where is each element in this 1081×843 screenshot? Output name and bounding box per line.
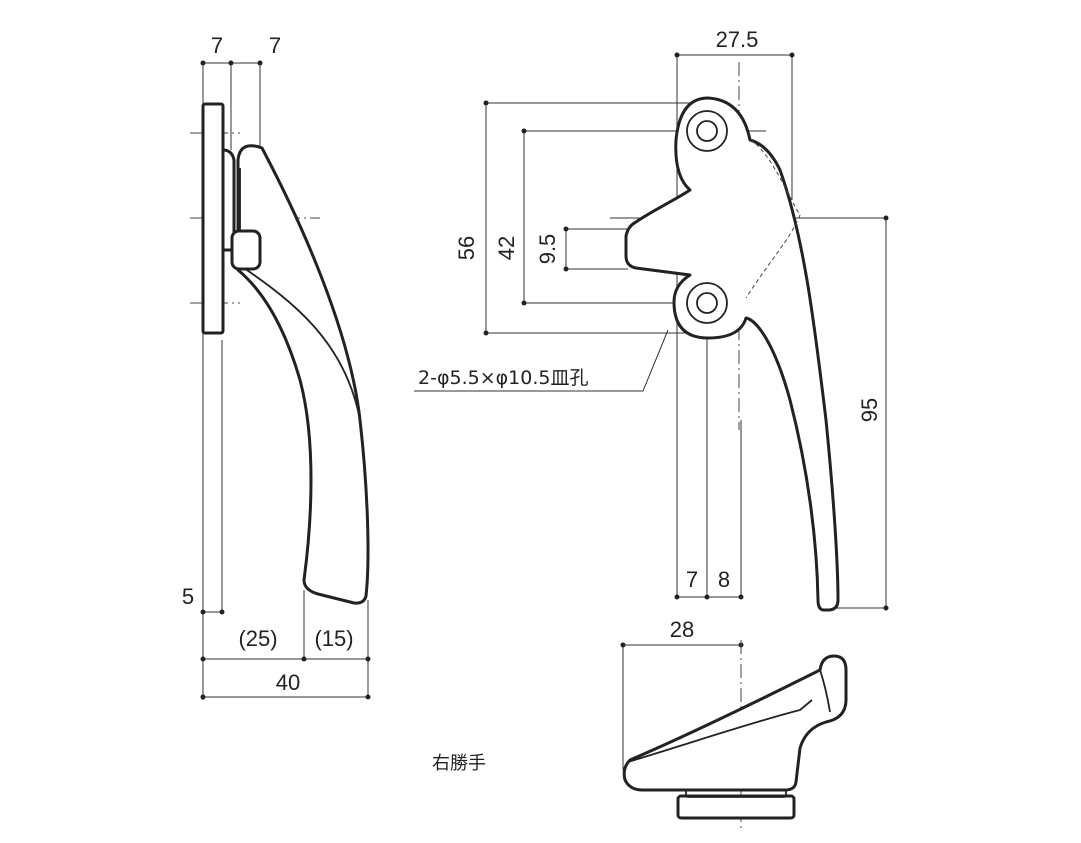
drawing-caption: 右勝手 — [432, 753, 486, 774]
side-dim-overall-width: 40 — [276, 670, 300, 695]
front-view-lower-hole-inner — [696, 292, 718, 314]
front-dim-stem: 9.5 — [535, 234, 560, 265]
front-dim-hole-outer: 56 — [454, 236, 479, 260]
bottom-view-dimension-lines — [620, 640, 744, 830]
side-dim-top-left: 7 — [211, 33, 223, 58]
front-view-handle-body — [624, 96, 840, 612]
bottom-view-lever — [622, 654, 848, 792]
front-view-upper-hole-outer — [686, 110, 728, 152]
bottom-dim-width: 28 — [670, 617, 694, 642]
side-view-lever — [236, 144, 370, 605]
front-hole-callout: 2-φ5.5×φ10.5皿孔 — [418, 367, 588, 389]
side-dim-top-right: 7 — [269, 33, 281, 58]
front-view-lower-hole-outer — [686, 282, 728, 324]
front-view-upper-hole-inner — [696, 120, 718, 142]
front-dim-overall-height: 95 — [857, 398, 882, 422]
front-dim-bottom-7: 7 — [686, 567, 698, 592]
side-view-knuckle — [230, 229, 262, 271]
side-dim-width-25: (25) — [238, 626, 277, 651]
bottom-view: 28 — [620, 617, 848, 830]
side-dim-bottom-offset: 5 — [182, 584, 194, 609]
front-dim-hole-pitch: 42 — [494, 236, 519, 260]
front-view: 27.5 56 42 9.5 95 7 8 2-φ5.5×φ10.5皿孔 — [414, 27, 889, 612]
front-dim-bottom-8: 8 — [718, 567, 730, 592]
front-dim-top-width: 27.5 — [716, 27, 759, 52]
side-view-base-plate — [201, 102, 225, 335]
side-view: 7 7 5 (25) (15) 40 — [182, 33, 371, 700]
bottom-view-base — [676, 794, 796, 820]
side-dim-width-15: (15) — [314, 626, 353, 651]
